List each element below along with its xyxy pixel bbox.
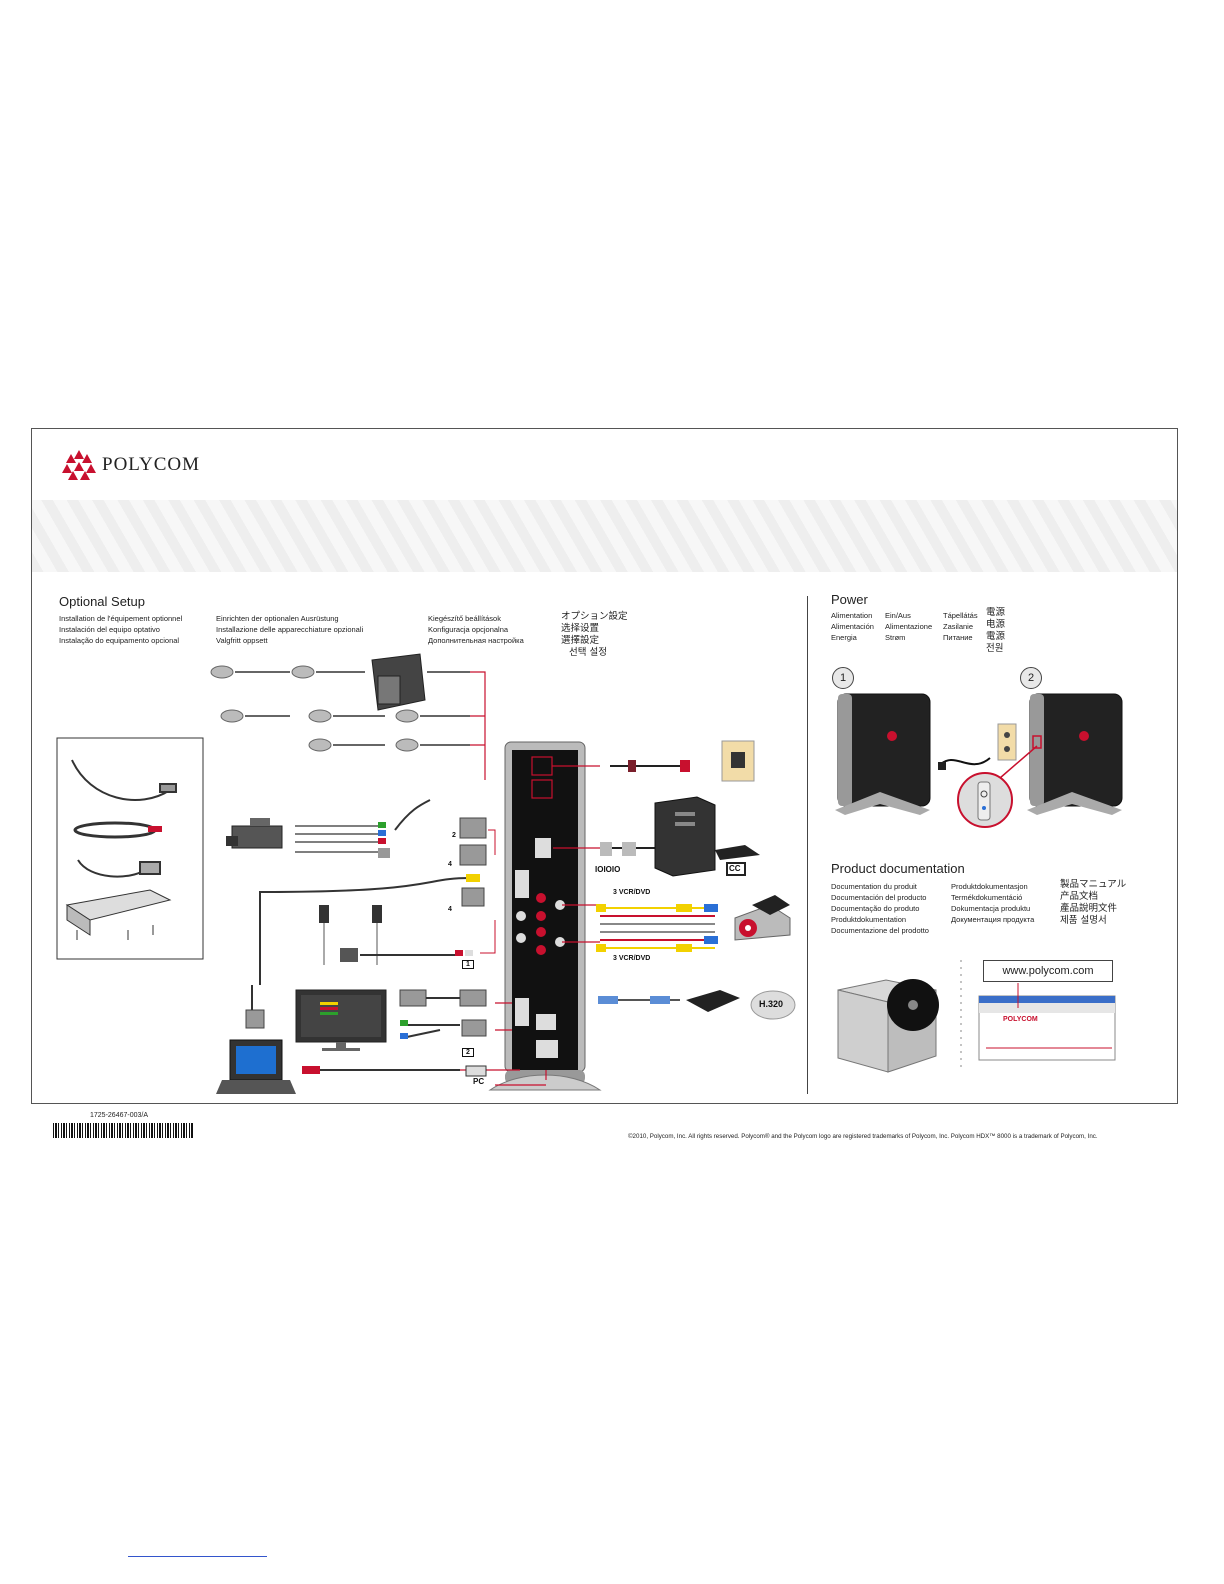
label-serial: IOIOIO	[595, 865, 621, 874]
label-pc: PC	[473, 1077, 485, 1086]
video-camera	[226, 818, 283, 849]
label-2: 2	[452, 832, 456, 839]
vcr-dvd-cables	[600, 907, 715, 949]
cd-box-icon	[837, 979, 939, 1073]
optional-setup-title: Optional Setup	[59, 594, 146, 609]
documentation-illustration	[837, 960, 1116, 1073]
browser-window-icon	[978, 995, 1116, 1061]
audio-vga-cable	[259, 877, 480, 985]
component-plugs	[378, 822, 390, 858]
hyperlink-underline	[128, 1556, 267, 1557]
pc-tower	[600, 796, 760, 877]
vcr-plugs	[596, 904, 718, 952]
polycom-logo: POLYCOM	[62, 450, 200, 480]
power-title: Power	[831, 592, 868, 607]
step-1-badge: 1	[832, 667, 854, 689]
laptop	[216, 1039, 296, 1094]
mic-cables	[235, 671, 470, 746]
codec-step-1	[835, 693, 931, 815]
label-4b: 4	[448, 906, 452, 913]
label-box-2: 2	[462, 1048, 474, 1057]
polycom-website-url[interactable]: www.polycom.com	[983, 960, 1113, 982]
label-box-1: 1	[462, 960, 474, 969]
hdx-codec-unit	[504, 741, 586, 1084]
label-4a: 4	[448, 861, 452, 868]
mounting-bracket	[65, 889, 172, 940]
codec-stand	[488, 1074, 602, 1091]
documentation-title: Product documentation	[831, 861, 965, 876]
camera-cables	[295, 825, 380, 853]
label-h320: H.320	[759, 999, 784, 1009]
polycom-triangles-icon	[62, 450, 96, 480]
conference-phone	[371, 653, 426, 711]
decorative-banner	[32, 500, 1177, 572]
power-cable-plug	[938, 723, 1017, 770]
label-cc: CC	[729, 864, 741, 873]
label-vcr-1: 3 VCR/DVD	[613, 889, 651, 896]
microphones	[210, 665, 419, 752]
part-number: 1725-26467-003/A	[90, 1112, 148, 1119]
barcode-image	[53, 1123, 193, 1138]
label-vcr-2: 3 VCR/DVD	[613, 955, 651, 962]
phone-line	[610, 740, 755, 782]
dvd-player	[734, 895, 791, 941]
accessory-cables	[71, 759, 177, 878]
speakers	[319, 905, 382, 965]
power-steps-illustration	[835, 693, 1123, 828]
codec-step-2	[1027, 693, 1123, 815]
brand-wordmark: POLYCOM	[102, 454, 201, 475]
display-monitor	[295, 989, 387, 1051]
browser-polycom-brand: POLYCOM	[1003, 1016, 1038, 1023]
poster-frame	[31, 428, 1178, 1104]
section-divider	[807, 596, 808, 1094]
accessories-box	[56, 737, 204, 960]
isdn-connection	[598, 990, 796, 1020]
step-2-badge: 2	[1020, 667, 1042, 689]
copyright-notice: ©2010, Polycom, Inc. All rights reserved…	[628, 1133, 1098, 1140]
